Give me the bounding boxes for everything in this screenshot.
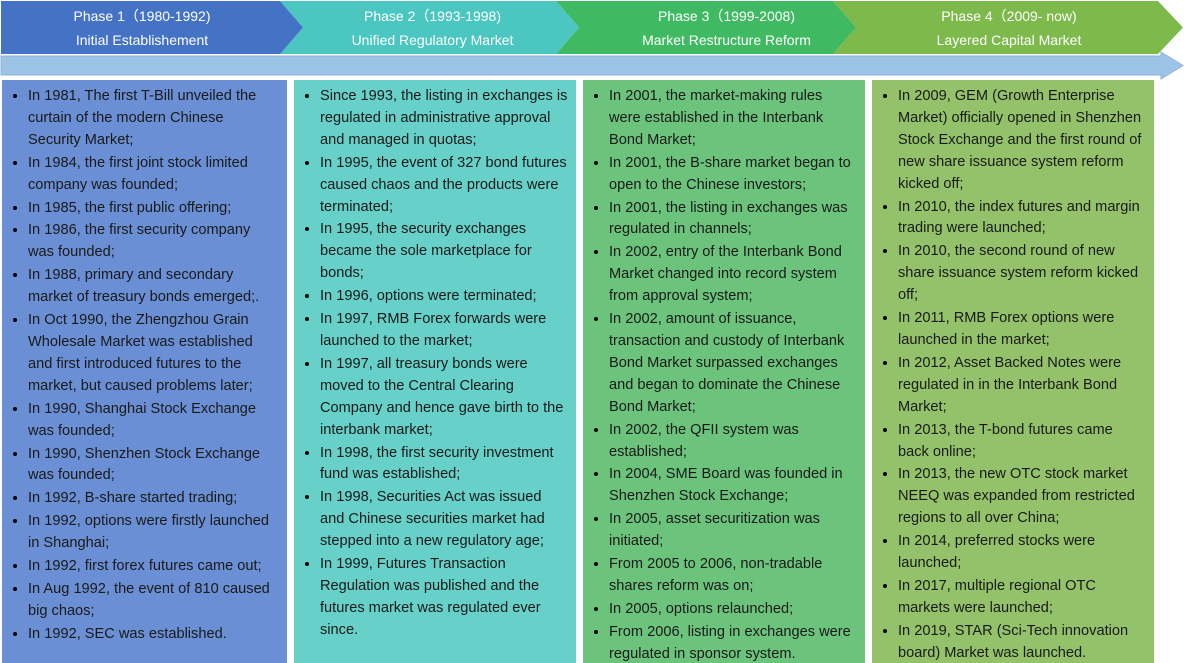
event-item: In 2005, asset securitization was initia… xyxy=(609,508,857,553)
event-item: In 2002, amount of issuance, transaction… xyxy=(609,308,857,419)
event-item: In 1992, options were firstly launched i… xyxy=(28,510,279,555)
event-item: In 2001, the listing in exchanges was re… xyxy=(609,197,857,242)
event-item: In 1992, first forex futures came out; xyxy=(28,555,279,578)
event-item: In 1999, Futures Transaction Regulation … xyxy=(320,553,568,642)
event-item: In 2010, the index futures and margin tr… xyxy=(898,196,1146,241)
phase-2-events-panel: Since 1993, the listing in exchanges is … xyxy=(294,80,576,663)
event-item: From 2006, listing in exchanges were reg… xyxy=(609,621,857,663)
event-item: In 2002, the QFII system was established… xyxy=(609,419,857,464)
event-item: In 1985, the first public offering; xyxy=(28,197,279,220)
event-item: In Aug 1992, the event of 810 caused big… xyxy=(28,578,279,623)
event-item: In 2012, Asset Backed Notes were regulat… xyxy=(898,352,1146,419)
phase-1-events-panel: In 1981, The first T-Bill unveiled the c… xyxy=(2,80,287,663)
event-item: In 1992, SEC was established. xyxy=(28,623,279,646)
event-item: In 2019, STAR (Sci-Tech innovation board… xyxy=(898,620,1146,663)
event-item: In 1981, The first T-Bill unveiled the c… xyxy=(28,85,279,152)
event-item: In 2005, options relaunched; xyxy=(609,598,857,621)
event-item: In 1986, the first security company was … xyxy=(28,219,279,264)
event-item: In 2017, multiple regional OTC markets w… xyxy=(898,575,1146,620)
event-item: In 2009, GEM (Growth Enterprise Market) … xyxy=(898,85,1146,196)
event-item: Since 1993, the listing in exchanges is … xyxy=(320,85,568,152)
event-item: In 2014, preferred stocks were launched; xyxy=(898,530,1146,575)
event-item: In 1990, Shenzhen Stock Exchange was fou… xyxy=(28,443,279,488)
event-item: In 2001, the B-share market began to ope… xyxy=(609,152,857,197)
event-item: In 1992, B-share started trading; xyxy=(28,487,279,510)
event-item: From 2005 to 2006, non-tradable shares r… xyxy=(609,553,857,598)
event-item: In 1998, Securities Act was issued and C… xyxy=(320,486,568,553)
event-item: In 1995, the event of 327 bond futures c… xyxy=(320,152,568,219)
phase-chevron-2 xyxy=(280,1,579,54)
event-item: In 1984, the first joint stock limited c… xyxy=(28,152,279,197)
event-item: In 1995, the security exchanges became t… xyxy=(320,218,568,285)
phase-chevron-1 xyxy=(1,1,303,54)
timeline-arrow xyxy=(0,51,1184,80)
event-item: In 1996, options were terminated; xyxy=(320,285,568,308)
event-item: In 2013, the new OTC stock market NEEQ w… xyxy=(898,463,1146,530)
event-item: In 1997, all treasury bonds were moved t… xyxy=(320,353,568,442)
phase-chevron-4 xyxy=(833,1,1183,54)
event-item: In 2011, RMB Forex options were launched… xyxy=(898,307,1146,352)
phase-3-events-panel: In 2001, the market-making rules were es… xyxy=(583,80,865,663)
phase-header-graphic xyxy=(0,1,1184,80)
phase-chevron-3 xyxy=(556,1,856,54)
event-item: In 1998, the first security investment f… xyxy=(320,442,568,487)
event-item: In 2010, the second round of new share i… xyxy=(898,240,1146,307)
event-item: In 2002, entry of the Interbank Bond Mar… xyxy=(609,241,857,308)
event-item: In 1997, RMB Forex forwards were launche… xyxy=(320,308,568,353)
event-item: In 2001, the market-making rules were es… xyxy=(609,85,857,152)
event-item: In 1990, Shanghai Stock Exchange was fou… xyxy=(28,398,279,443)
event-item: In 2013, the T-bond futures came back on… xyxy=(898,419,1146,464)
event-item: In Oct 1990, the Zhengzhou Grain Wholesa… xyxy=(28,309,279,398)
phase-4-events-panel: In 2009, GEM (Growth Enterprise Market) … xyxy=(872,80,1154,663)
event-item: In 1988, primary and secondary market of… xyxy=(28,264,279,309)
event-item: In 2004, SME Board was founded in Shenzh… xyxy=(609,463,857,508)
